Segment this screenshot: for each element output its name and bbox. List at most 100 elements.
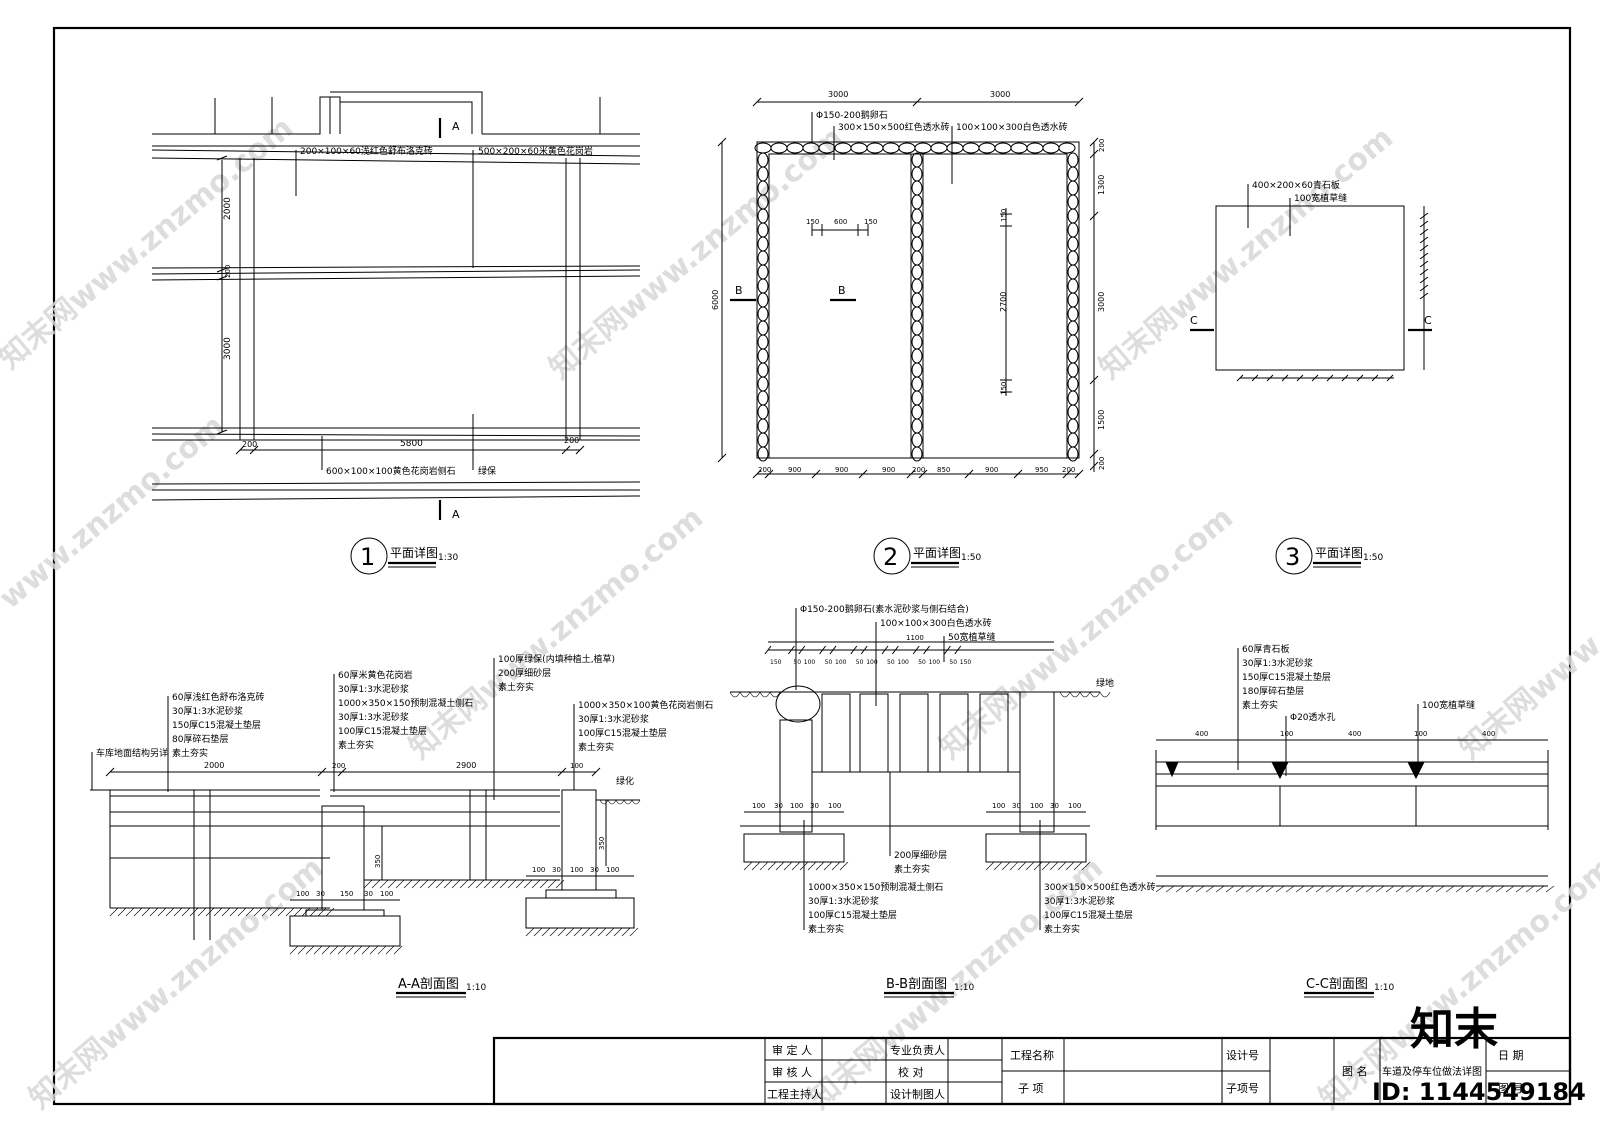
dim-label: 2700 [999,292,1008,312]
pebble [770,142,788,154]
tb-tuming: 图 名 [1342,1064,1368,1078]
paver-brick [899,693,929,773]
dim-label: 100 [1068,802,1081,810]
layer-label: 100厚C15混凝土垫层 [1044,909,1133,921]
dim-label: 950 [1035,466,1048,474]
layer-label: 30厚1:3水泥砂浆 [1044,895,1115,907]
section-mark-b: B [735,284,743,297]
view-number: 2 [883,543,898,571]
dim-label: 2900 [456,761,476,770]
layer-label: 30厚1:3水泥砂浆 [338,683,409,695]
view-scale: 1:10 [466,983,486,993]
dim-label: 100 [296,890,309,898]
plan-3: 400×200×60青石板 100宽植草缝 C C 3 平面详图 1:50 [1190,179,1432,575]
tb-zhuanye: 专业负责人 [890,1043,945,1057]
layer-label: 80厚碎石垫层 [172,733,228,745]
pebble [1067,180,1079,196]
pebble [1067,208,1079,224]
pebble-border [754,142,1079,462]
dim-label: 200 [332,762,345,770]
label-white-brick: 100×100×300白色透水砖 [956,121,1068,133]
pebble [911,404,923,420]
label-green: 绿地 [1096,677,1114,689]
pebble [757,418,769,434]
dim-label: 100 [929,659,941,666]
layer-label: 100厚绿保(内填种植土,植草) [498,653,615,665]
pebble [911,250,923,266]
label-white-brick: 100×100×300白色透水砖 [880,617,992,629]
view-number: 3 [1285,543,1300,571]
pebble [962,142,980,154]
layer-label: 30厚1:3水泥砂浆 [578,713,649,725]
pebble [757,152,769,168]
dim-label: 30 [316,890,325,898]
pebble [911,264,923,280]
pebble [911,320,923,336]
pebble [866,142,884,154]
watermark-id: ID: 1144549184 [1372,1078,1586,1106]
plan-1: 2000 200 3000 200 5800 200 200×100×60浅红色… [151,91,641,575]
pebble [911,180,923,196]
tb-tuhao: 图 号 [1498,1082,1524,1095]
label-pebble: Φ150-200鹅卵石 [816,109,888,121]
dim-label: 400 [1482,730,1495,738]
section-aa: 2000 200 2900 100 350 350 100 30 150 30 … [90,653,713,998]
dim-label: 3000 [828,90,848,99]
layer-label: 素土夯实 [1044,923,1080,935]
dim-label: 200 [1098,139,1106,152]
pebble [1067,362,1079,378]
dim-label: 1500 [1097,410,1106,430]
tb-zixiang: 子 项 [1018,1082,1044,1095]
plan-2: 3000 3000 6000 200 1300 3000 1500 200 20… [711,90,1106,575]
layer-label: 200厚细砂层 [894,849,947,861]
pebble [911,292,923,308]
layer-label: 素土夯实 [338,739,374,751]
pebble [1067,376,1079,392]
pebble [882,142,900,154]
layer-label: 100厚C15混凝土垫层 [338,725,427,737]
pebble [757,278,769,294]
dim-label: 100 [804,659,816,666]
tb-zxh: 子项号 [1226,1082,1259,1095]
dim-label: 2000 [223,197,233,220]
layer-label: 30厚1:3水泥砂浆 [808,895,879,907]
dim-label: 100 [790,802,803,810]
dim-label: 100 [897,659,909,666]
dim-label: 30 [590,866,599,874]
pebble-shape [775,685,821,723]
tb-jiaodui: 校 对 [898,1065,924,1079]
pebble [1067,152,1079,168]
pebble [757,264,769,280]
dim-label: 600 [834,218,847,226]
pebble [757,362,769,378]
dim-label: 200 [1062,466,1075,474]
dim-label: 30 [364,890,373,898]
dim-label: 150 [960,659,972,666]
tb-shenhe: 审 核 人 [772,1065,812,1079]
pebble [1026,142,1044,154]
dim-label: 350 [598,837,606,850]
dim-label: 150 [806,218,819,226]
pebble [1067,278,1079,294]
view-number-circle [350,537,388,575]
dim-label: 50 [918,659,926,666]
layer-label: 150厚C15混凝土垫层 [172,719,261,731]
pebble [757,446,769,462]
pebble [757,222,769,238]
pebble [946,142,964,154]
dim-label: 2000 [204,761,224,770]
pebble [911,152,923,168]
pebble [911,222,923,238]
pebble [1067,222,1079,238]
dim-label: 150 [1000,382,1008,395]
layer-label: 100厚C15混凝土垫层 [808,909,897,921]
paver-brick [939,693,969,773]
pebble [1067,264,1079,280]
pebble [757,376,769,392]
dim-label: 100 [866,659,878,666]
pebble [850,142,868,154]
dim-label: 30 [1012,802,1021,810]
pebble [757,390,769,406]
dim-label: 50 [825,659,833,666]
